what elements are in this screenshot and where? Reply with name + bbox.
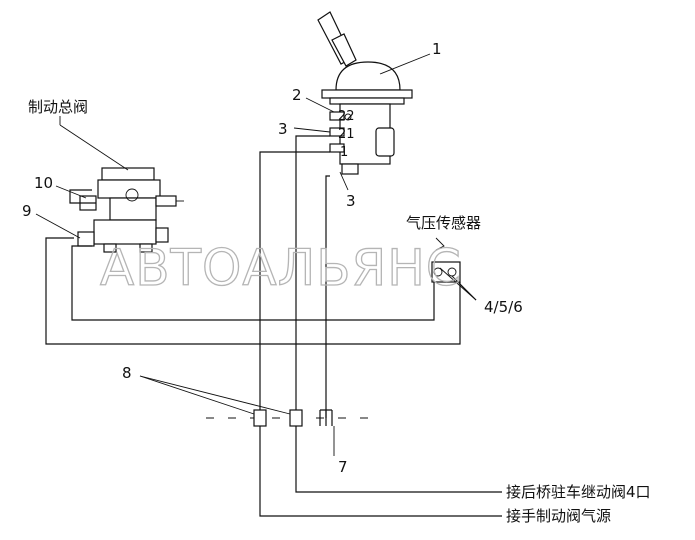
bulkhead-connector-b <box>289 409 303 427</box>
callout-3-upper: 3 <box>278 120 288 138</box>
air-pipes <box>45 135 502 517</box>
port-mark-1: 1 <box>340 145 348 160</box>
callout-3-lower: 3 <box>346 192 356 210</box>
hand-brake-valve <box>317 11 413 175</box>
callout-8: 8 <box>122 364 132 382</box>
label-hand-brake-air-source: 接手制动阀气源 <box>506 507 611 525</box>
callout-7: 7 <box>338 458 348 476</box>
callout-10: 10 <box>34 174 53 192</box>
bulkhead-plug <box>319 409 333 426</box>
callout-9: 9 <box>22 202 32 220</box>
leader-lines <box>35 53 477 456</box>
watermark: АВТОАЛЬЯНС <box>100 239 462 297</box>
callout-4-5-6: 4/5/6 <box>484 298 523 316</box>
callout-1: 1 <box>432 40 442 58</box>
bulkhead-connector-a <box>253 409 267 427</box>
port-mark-21: 21 <box>338 127 355 142</box>
port-mark-22: 22 <box>338 109 355 124</box>
label-air-pressure-sensor: 气压传感器 <box>406 214 481 232</box>
label-rear-axle-parking-relay: 接后桥驻车继动阀4口 <box>506 483 651 501</box>
label-brake-master-valve: 制动总阀 <box>28 98 88 116</box>
callout-2: 2 <box>292 86 302 104</box>
